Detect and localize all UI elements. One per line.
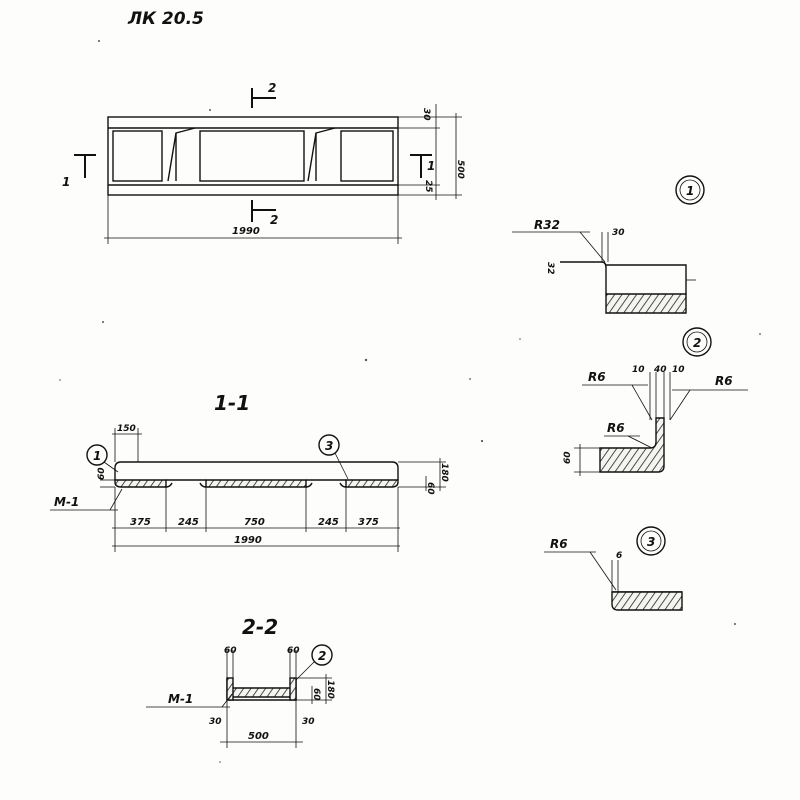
detail-3-dim: 6 [616, 551, 622, 561]
detail-2-dim-a: 10 [632, 365, 645, 375]
section-2-depth-dim: 180 [325, 680, 335, 699]
section-1-right-label: 1 [427, 159, 435, 173]
section-2-callout-2: 2 [318, 649, 326, 663]
section-2-edge-left-dim: 30 [209, 717, 222, 727]
detail-1-dim-side: 32 [545, 262, 555, 275]
detail-3: 3 R6 6 [544, 526, 683, 611]
section-2-top-label: 2 [268, 81, 276, 95]
detail-2-dim-b: 40 [653, 365, 667, 375]
section-1-overall-dim: 1990 [234, 535, 262, 546]
detail-2-r-inner: R6 [607, 421, 625, 435]
section-2-wall-right-dim: 60 [287, 646, 300, 656]
plan-length-dim: 1990 [232, 226, 260, 237]
span-dim-5: 375 [358, 517, 379, 528]
section-1-callout-1: 1 [93, 449, 101, 463]
section-2-width-dim: 500 [248, 731, 269, 742]
span-dim-3: 750 [244, 517, 265, 528]
span-dim-1: 375 [130, 517, 151, 528]
detail-2-dim-c: 10 [672, 365, 685, 375]
span-dim-4: 245 [318, 517, 339, 528]
plan-edge-top-dim: 30 [421, 108, 431, 121]
plan-width-dim: 500 [455, 160, 465, 179]
section-2-wall-left-dim: 60 [224, 646, 237, 656]
span-dim-2: 245 [178, 517, 199, 528]
section-2-slab-dim: 60 [311, 688, 321, 701]
section-1-left-label: 1 [62, 175, 70, 189]
plan-edge-bottom-dim: 25 [423, 180, 433, 193]
detail-1-number: 1 [686, 184, 694, 198]
detail-2-r-right: R6 [715, 374, 733, 388]
section-1-height-dim: 180 [439, 463, 449, 482]
detail-1-radius: R32 [534, 218, 560, 232]
scan-noise [59, 40, 761, 763]
drawing-title: ЛК 20.5 [127, 9, 204, 29]
section-2-mark: М-1 [168, 692, 193, 706]
plan-view: 2 2 1 1 1990 500 30 25 [62, 81, 465, 244]
section-1-flange-left-dim: 60 [97, 467, 107, 480]
detail-3-number: 3 [647, 535, 655, 549]
section-2-2: 2-2 60 60 2 180 60 М-1 30 30 500 [146, 615, 335, 748]
detail-1: 1 R32 30 32 [512, 175, 705, 314]
section-1-1-label: 1-1 [214, 391, 250, 415]
detail-2: 2 R6 R6 10 40 10 R6 60 [563, 327, 748, 476]
section-1-flange-dim: 60 [425, 482, 435, 495]
detail-2-number: 2 [693, 336, 701, 350]
section-2-edge-right-dim: 30 [302, 717, 315, 727]
section-2-2-label: 2-2 [242, 615, 278, 639]
section-1-mark: М-1 [54, 495, 79, 509]
detail-1-dim-top: 30 [612, 228, 625, 238]
detail-3-radius: R6 [550, 537, 568, 551]
section-1-callout-3: 3 [325, 439, 333, 453]
section-1-1: 1-1 150 1 3 180 60 60 [50, 391, 449, 552]
section-1-end-width-dim: 150 [117, 424, 136, 434]
section-2-bottom-label: 2 [270, 213, 278, 227]
detail-2-height: 60 [563, 451, 573, 464]
detail-2-r-left: R6 [588, 370, 606, 384]
